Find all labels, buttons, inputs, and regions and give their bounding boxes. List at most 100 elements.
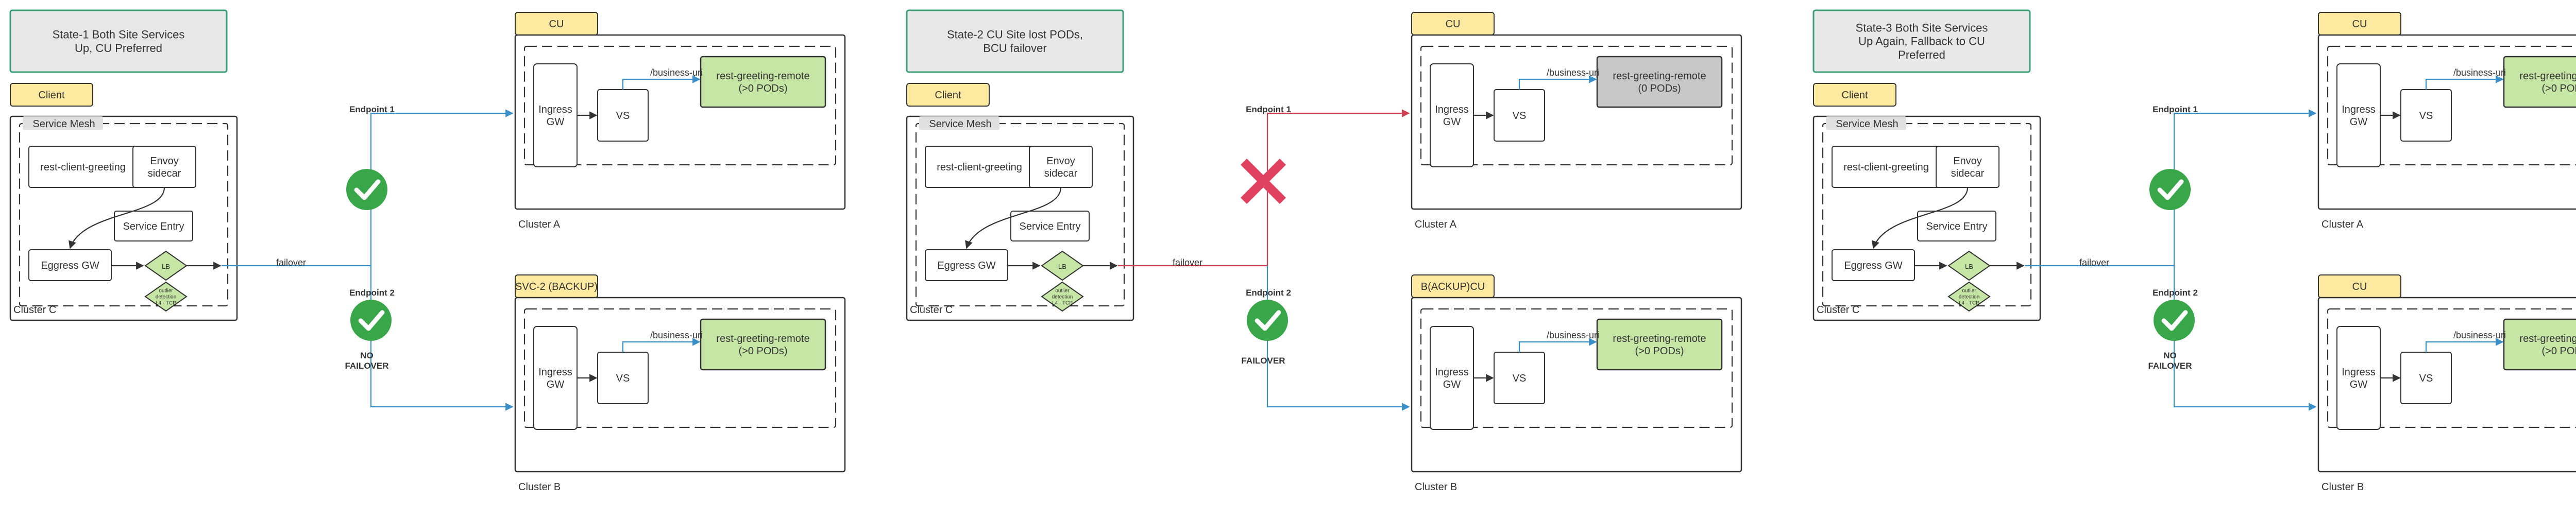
panel3-bottom-tab-label: CU (2352, 281, 2367, 292)
panel3-bottom-cluster-label: Cluster B (2321, 481, 2364, 493)
panel2-top-pod-label: rest-greeting-remote(0 PODs) (1613, 71, 1706, 94)
panel3-top-vs-pod-arrow (2425, 75, 2504, 90)
panel2-top-uri-label: /business-uri (1547, 67, 1599, 78)
rest-client-label: rest-client-greeting (937, 162, 1022, 173)
panel2-bottom-tab-label: B(ACKUP)CU (1421, 281, 1485, 292)
failover-note: FAILOVER (1241, 356, 1285, 366)
check-mark (1255, 310, 1281, 331)
panel3-top-ingress-gw (2336, 63, 2381, 167)
panel1-top-namespace-box (523, 45, 837, 166)
client-label: Client (935, 90, 961, 101)
endpoint1-label: Endpoint 1 (1246, 105, 1291, 114)
state-panel-2: State-2 CU Site lost PODs,BCU failoverCl… (906, 9, 1742, 493)
panel2-top-tab-label: CU (1446, 19, 1461, 30)
state-title-box (1812, 9, 2031, 73)
panel1-top-cluster-label: Cluster A (518, 219, 561, 230)
panel3-top-namespace-box (2327, 45, 2576, 166)
panel2-top-namespace-box (1420, 45, 1733, 166)
failover-label: failover (276, 257, 306, 268)
panel2-bottom-namespace-box (1420, 308, 1733, 428)
service-entry-label: Service Entry (1020, 221, 1081, 232)
outlier-diamond (1947, 281, 1991, 312)
check-circle (350, 300, 392, 341)
panel1-bottom-uri-label: /business-uri (650, 330, 703, 340)
client-label: Client (38, 90, 65, 101)
egress-gw-label: Eggress GW (41, 260, 99, 271)
service-mesh-tab (1826, 116, 1906, 130)
endpoint1-cross-icon (1240, 158, 1286, 204)
panel1-bottom-vs-pod-arrow (622, 338, 701, 352)
lb-label: LB (1058, 263, 1066, 270)
service-mesh-label: Service Mesh (929, 118, 991, 130)
lb-diamond (144, 250, 188, 281)
service-mesh-box (1822, 123, 2032, 307)
cluster-c-label: Cluster C (13, 304, 56, 316)
panel1-top-tab-label: CU (549, 19, 564, 30)
check-circle (1247, 300, 1288, 341)
panel3-bottom-uri-label: /business-uri (2453, 330, 2506, 340)
service-mesh-label: Service Mesh (1836, 118, 1898, 130)
service-mesh-tab (919, 116, 999, 130)
lb-diamond (1947, 250, 1991, 281)
rest-client-label: rest-client-greeting (40, 162, 126, 173)
envoy-box (1029, 146, 1093, 188)
egress-gw-label: Eggress GW (1844, 260, 1902, 271)
panel1-bottom-vs-label: VS (616, 373, 630, 384)
endpoint2-route (370, 266, 514, 411)
endpoint1-check-icon (346, 169, 387, 210)
panel3-top-pod-box (2503, 56, 2576, 108)
panel2-top-vs-label: VS (1513, 110, 1527, 122)
panel3-top-pod-label: rest-greeting-remote(>0 PODs) (2519, 71, 2576, 94)
lb-diamond (1041, 250, 1084, 281)
panel2-bottom-vs-label: VS (1513, 373, 1527, 384)
failover-label: failover (2079, 257, 2109, 268)
service-mesh-box (915, 123, 1125, 307)
egress-gw-label: Eggress GW (937, 260, 995, 271)
endpoint2-check-icon (1247, 300, 1288, 341)
check-mark (2161, 310, 2188, 331)
panel3-bottom-ingress-gw (2336, 326, 2381, 430)
envoy-egress-arrow (1872, 187, 1969, 249)
service-entry-label: Service Entry (123, 221, 184, 232)
check-mark (2157, 179, 2184, 200)
service-entry-box (1010, 211, 1090, 241)
panel3-bottom-pod-label: rest-greeting-remote(>0 PODs) (2519, 333, 2576, 357)
panel2-bottom-ingress-gw (1430, 326, 1474, 430)
endpoint1-route (1266, 109, 1410, 266)
endpoint2-label: Endpoint 2 (349, 288, 395, 298)
check-circle (346, 169, 387, 210)
lb-label: LB (162, 263, 170, 270)
panel1-top-pod-label: rest-greeting-remote(>0 PODs) (716, 71, 809, 94)
panel1-bottom-cluster-label: Cluster B (518, 481, 561, 493)
panel1-top-uri-label: /business-uri (650, 67, 703, 78)
envoy-egress-arrow (69, 187, 165, 249)
cluster-c-label: Cluster C (910, 304, 953, 316)
panel1-bottom-pod-box (700, 318, 826, 371)
endpoint2-label: Endpoint 2 (2153, 288, 2198, 298)
panel2-top-pod-box (1596, 56, 1723, 108)
endpoint1-route (370, 109, 514, 266)
client-tab (906, 83, 990, 107)
check-mark (354, 179, 381, 200)
outlier-diamond (144, 281, 188, 312)
endpoint1-route (2173, 109, 2317, 266)
panel3-bottom-vs-pod-arrow (2425, 338, 2504, 352)
